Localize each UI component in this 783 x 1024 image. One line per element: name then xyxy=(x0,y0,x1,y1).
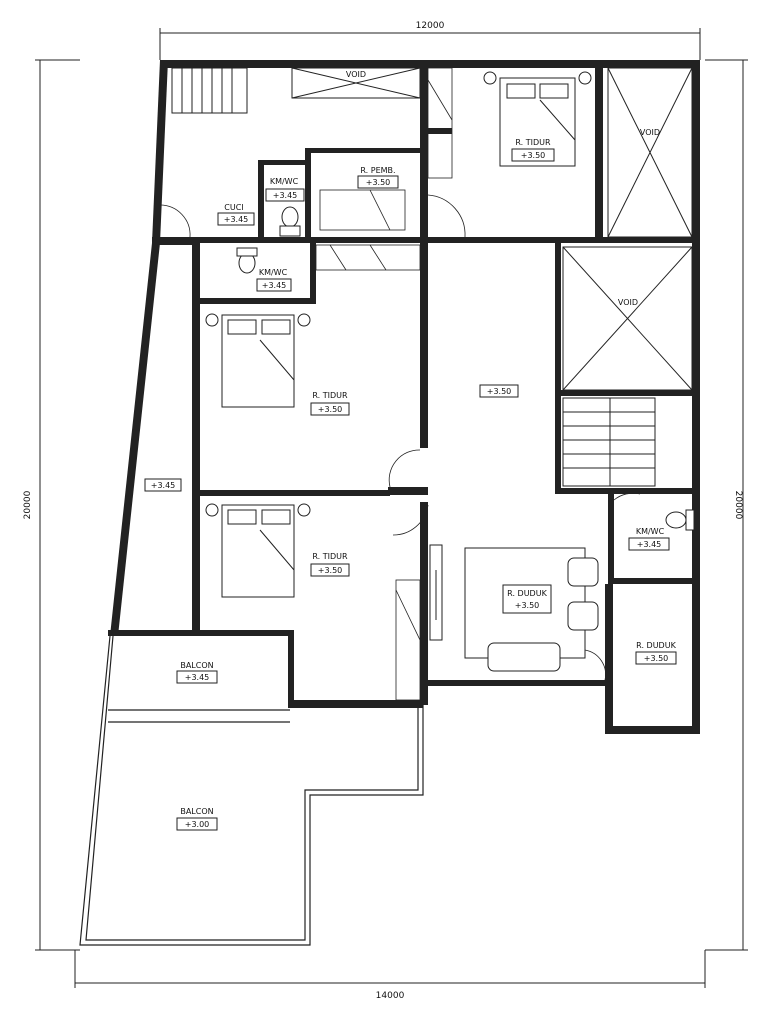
bed-mid-level: +3.50 xyxy=(318,405,343,414)
dimension-lines xyxy=(35,28,748,988)
kmwc2-level: +3.45 xyxy=(262,281,287,290)
kmwc1-name: KM/WC xyxy=(270,177,299,186)
bed-top-name: R. TIDUR xyxy=(515,138,551,147)
void-mid-label: VOID xyxy=(618,298,638,307)
cuci-name: CUCI xyxy=(224,203,243,212)
bed-mid-name: R. TIDUR xyxy=(312,391,348,400)
dimension-right: 20000 xyxy=(733,491,743,520)
bed-mid xyxy=(205,313,311,408)
void-top-label: VOID xyxy=(346,70,366,79)
balcon2-level: +3.00 xyxy=(185,820,210,829)
balcon2-name: BALCON xyxy=(180,807,213,816)
balcon1-name: BALCON xyxy=(180,661,213,670)
corridor-level: +3.45 xyxy=(151,481,176,490)
cuci-level: +3.45 xyxy=(224,215,249,224)
door-swings xyxy=(159,194,641,681)
interior-walls xyxy=(108,60,700,734)
dimension-bottom: 14000 xyxy=(376,991,405,1001)
hall-level: +3.50 xyxy=(487,387,512,396)
duduk2-level: +3.50 xyxy=(644,654,669,663)
dimension-left: 20000 xyxy=(23,490,33,519)
kmwc3-level: +3.45 xyxy=(637,540,662,549)
stairs xyxy=(171,67,656,487)
bed-low-level: +3.50 xyxy=(318,566,343,575)
living-furniture xyxy=(429,544,599,672)
balcon1-level: +3.45 xyxy=(185,673,210,682)
bed-low-name: R. TIDUR xyxy=(312,552,348,561)
kmwc1-level: +3.45 xyxy=(273,191,298,200)
room-labels: VOID VOID VOID R. TIDUR +3.50 R. PEMB. +… xyxy=(144,70,677,831)
dimension-top: 12000 xyxy=(416,21,445,31)
bed-low xyxy=(205,503,311,598)
wardrobes xyxy=(315,67,453,701)
pemb-level: +3.50 xyxy=(366,178,391,187)
void-areas xyxy=(291,67,693,391)
bed-top-level: +3.50 xyxy=(521,151,546,160)
kmwc3-name: KM/WC xyxy=(636,527,665,536)
duduk2-name: R. DUDUK xyxy=(636,641,676,650)
duduk1-name: R. DUDUK xyxy=(507,589,547,598)
toilets xyxy=(236,206,695,531)
outer-walls xyxy=(110,60,700,733)
void-right-label: VOID xyxy=(640,128,660,137)
duduk1-level: +3.50 xyxy=(515,601,540,610)
balcony-outlines xyxy=(79,635,424,946)
kmwc2-name: KM/WC xyxy=(259,268,288,277)
pemb-name: R. PEMB. xyxy=(360,166,395,175)
